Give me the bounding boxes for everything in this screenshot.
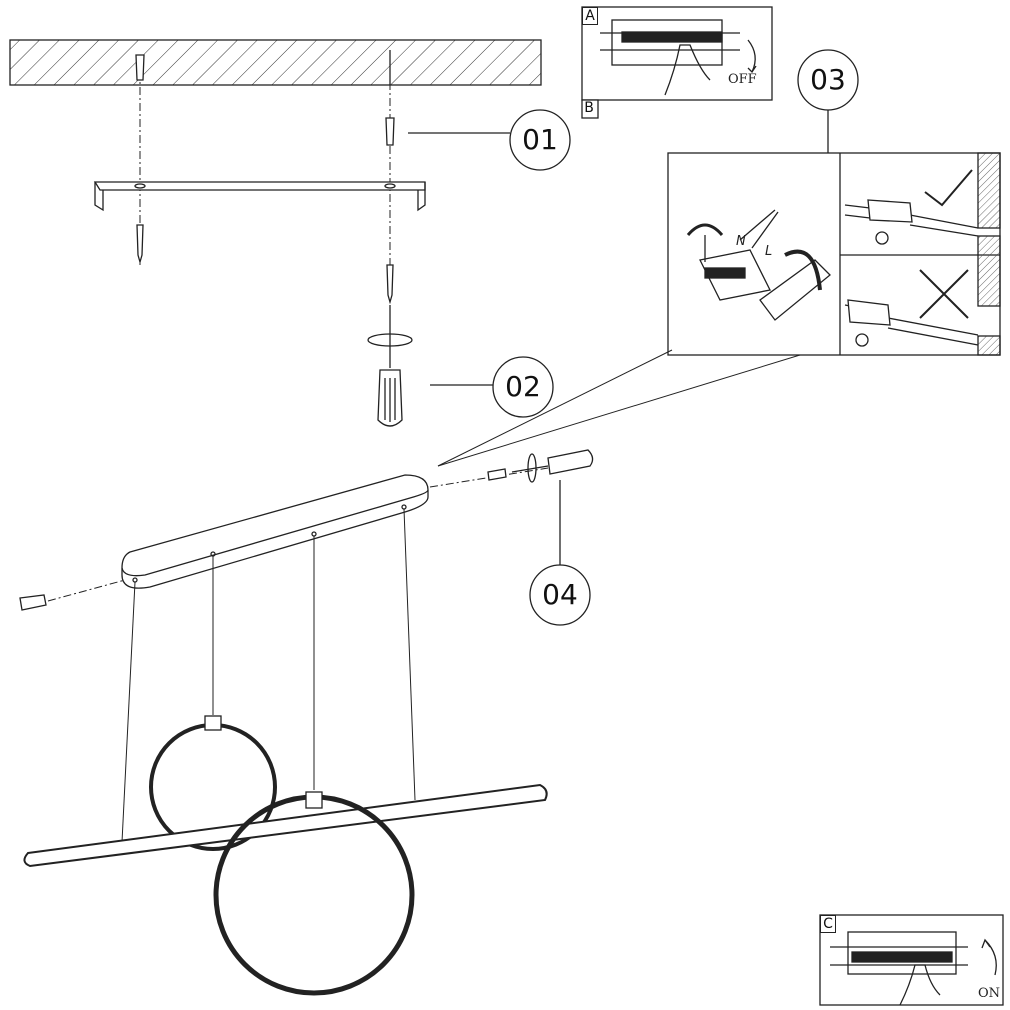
neutral-label: N <box>736 234 746 249</box>
callout-04 <box>529 564 591 626</box>
step-02-label: 02 <box>505 370 541 403</box>
checkmark-icon <box>924 169 973 207</box>
step-01-label: 01 <box>522 123 558 156</box>
suspension-wire <box>121 508 416 843</box>
mounting-bracket <box>93 181 426 212</box>
off-label: OFF <box>728 72 757 87</box>
on-label: ON <box>978 986 1001 1001</box>
step-03-label: 03 <box>810 63 846 96</box>
light-bar <box>23 783 548 868</box>
callout-03 <box>797 49 859 111</box>
cross-icon <box>919 269 969 319</box>
wall-anchor-icon <box>135 50 395 146</box>
panel-a-label: A <box>582 7 598 25</box>
screw-icon <box>136 224 394 305</box>
breaker-icon <box>830 931 997 1006</box>
breaker-icon <box>600 19 757 96</box>
screw-icon <box>19 579 126 611</box>
wiring-detail-panel <box>667 152 1001 356</box>
screwdriver-icon <box>367 305 413 427</box>
callout-01 <box>509 109 571 171</box>
callout-02 <box>492 356 554 418</box>
live-label: L <box>765 244 773 259</box>
ceiling <box>9 39 542 86</box>
screwdriver-icon <box>429 449 594 488</box>
lamp-canopy <box>121 474 429 589</box>
panel-b-label: B <box>584 100 594 116</box>
step-04-label: 04 <box>542 578 578 611</box>
panel-c-label: C <box>820 915 836 933</box>
breaker-off-panel <box>581 6 773 101</box>
